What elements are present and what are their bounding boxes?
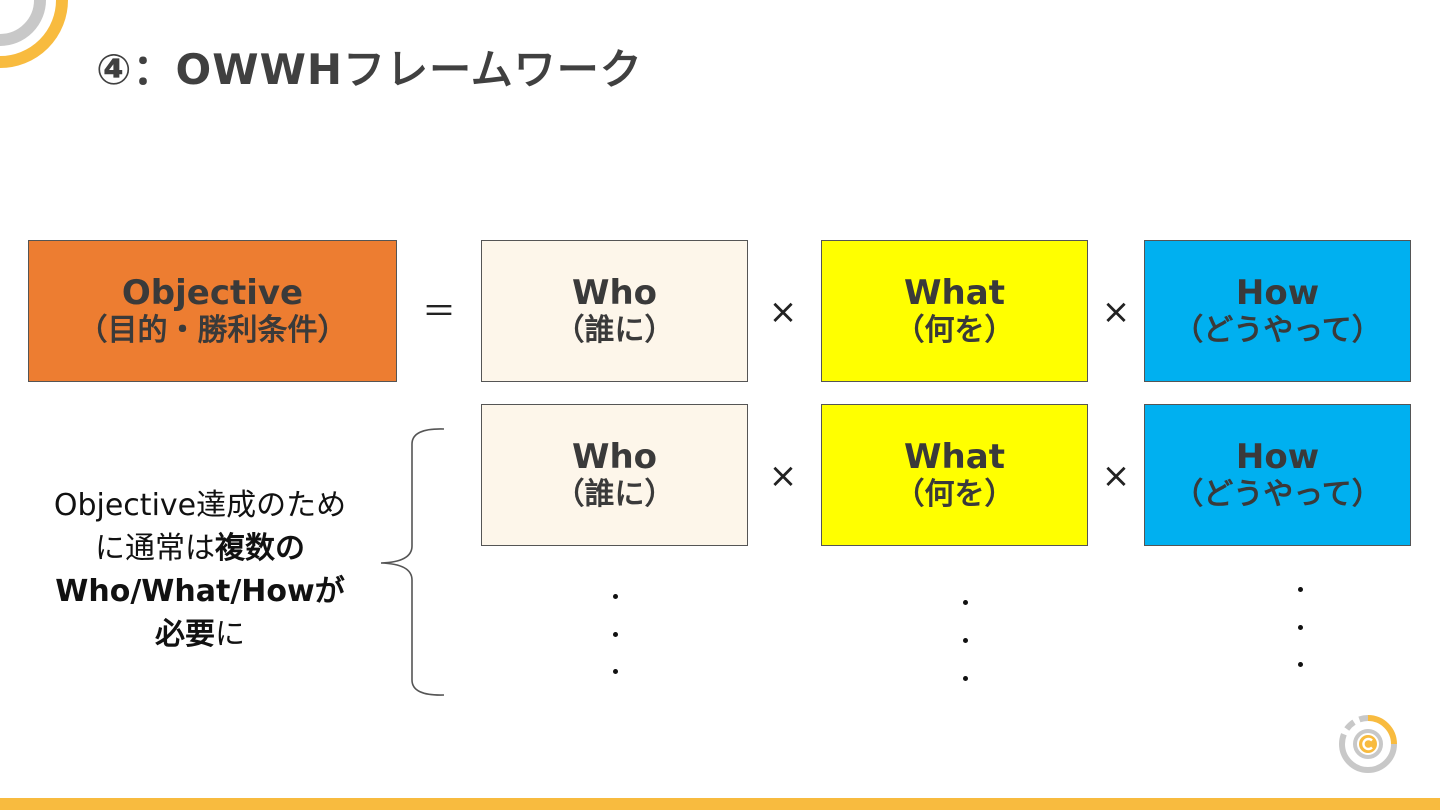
equals-sign: ＝ xyxy=(422,292,456,332)
times-sign: × xyxy=(1101,456,1131,496)
who-sublabel: （誰に） xyxy=(554,477,675,513)
how-sublabel: （どうやって） xyxy=(1173,477,1382,513)
objective-box: Objective （目的・勝利条件） xyxy=(28,240,397,382)
ellipsis-dot xyxy=(613,594,618,599)
corner-arc-decoration-icon xyxy=(0,0,68,68)
note-emphasis: Who/What/Howが xyxy=(55,574,345,609)
ellipsis-dot xyxy=(1298,587,1303,592)
what-sublabel: （何を） xyxy=(894,313,1015,349)
ellipsis-dot xyxy=(613,669,618,674)
note-text: Objective達成のため xyxy=(53,488,347,523)
times-sign: × xyxy=(768,456,798,496)
ellipsis-dot xyxy=(1298,625,1303,630)
who-box-row2: Who （誰に） xyxy=(481,404,748,546)
explanation-note: Objective達成のため に通常は複数の Who/What/Howが 必要に xyxy=(30,484,370,656)
what-box-row1: What （何を） xyxy=(821,240,1088,382)
who-box-row1: Who （誰に） xyxy=(481,240,748,382)
ellipsis-dot xyxy=(963,676,968,681)
how-sublabel: （どうやって） xyxy=(1173,313,1382,349)
who-label: Who xyxy=(571,272,658,313)
how-label: How xyxy=(1235,436,1320,477)
what-sublabel: （何を） xyxy=(894,477,1015,513)
what-box-row2: What （何を） xyxy=(821,404,1088,546)
slide-title: ④：OWWHフレームワーク xyxy=(96,45,643,94)
how-box-row2: How （どうやって） xyxy=(1144,404,1411,546)
ellipsis-dot xyxy=(963,600,968,605)
footer-accent-bar xyxy=(0,798,1440,810)
what-label: What xyxy=(904,272,1005,313)
who-sublabel: （誰に） xyxy=(554,313,675,349)
ellipsis-dot xyxy=(1298,662,1303,667)
curly-brace-icon xyxy=(380,428,445,696)
what-label: What xyxy=(904,436,1005,477)
objective-sublabel: （目的・勝利条件） xyxy=(77,313,348,349)
note-text: に通常は xyxy=(95,531,215,566)
who-label: Who xyxy=(571,436,658,477)
note-text: に xyxy=(215,617,245,652)
how-label: How xyxy=(1235,272,1320,313)
note-emphasis: 必要 xyxy=(155,617,215,652)
circular-c-logo-icon xyxy=(1339,715,1397,773)
how-box-row1: How （どうやって） xyxy=(1144,240,1411,382)
objective-label: Objective xyxy=(121,272,304,313)
ellipsis-dot xyxy=(963,638,968,643)
ellipsis-dot xyxy=(613,632,618,637)
note-emphasis: 複数の xyxy=(215,531,305,566)
times-sign: × xyxy=(1101,292,1131,332)
times-sign: × xyxy=(768,292,798,332)
